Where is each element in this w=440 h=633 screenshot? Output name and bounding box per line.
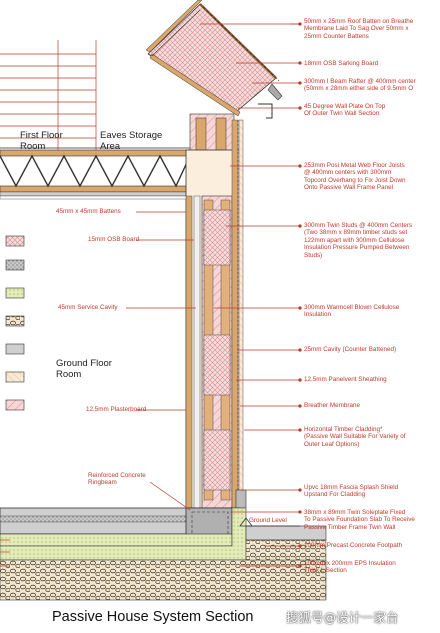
- label-floor-joists: 253mm Posi Metal Web Floor Joists @ 400m…: [304, 162, 406, 192]
- label-plasterboard: 12.5mm Plasterboard: [86, 406, 147, 413]
- label-ground-level: Ground Level: [249, 517, 287, 524]
- label-twin-studs: 300mm Twin Studs @ 400mm Centers (Two 38…: [304, 222, 413, 259]
- foundation: [0, 507, 327, 601]
- inner-lining: [0, 195, 187, 200]
- room-first-floor: First Floor Room: [20, 130, 63, 152]
- room-eaves-storage: Eaves Storage Area: [100, 130, 163, 152]
- label-osb-board: 15mm OSB Board: [88, 236, 140, 243]
- left-guides: [0, 53, 96, 567]
- upper-wall: [189, 113, 235, 155]
- label-roof-batten: 50mm x 25mm Roof Batten on Breathe Membr…: [304, 18, 414, 40]
- label-ringbeam: Reinforced Concrete Ringbeam: [88, 472, 146, 487]
- label-service-cavity: 45mm Service Cavity: [58, 304, 118, 311]
- label-panelvent: 12.5mm Panelvent Sheathing: [304, 376, 387, 383]
- label-osb-sarking: 18mm OSB Sarking Board: [304, 60, 379, 67]
- floor-joist: [0, 147, 191, 197]
- label-soleplate: 38mm x 89mm Twin Soleplate Fixed To Pass…: [304, 509, 415, 531]
- label-wall-plate: 45 Degree Wall Plate On Top Of Outer Twi…: [304, 103, 386, 118]
- left-verticals: [57, 40, 97, 150]
- legend: [5, 235, 25, 411]
- left-leaders: [126, 211, 196, 511]
- roof: [145, 0, 283, 119]
- room-ground-floor: Ground Floor Room: [56, 358, 112, 380]
- label-eps-insulation: 100mm x 200mm EPS Insulation Thick L Sec…: [304, 560, 396, 575]
- label-cavity: 25mm Cavity (Counter Battened): [304, 346, 397, 353]
- label-footpath: 100mm Precast Concrete Footpath: [304, 542, 402, 549]
- label-fascia-shield: Upvc 18mm Fascia Splash Shield Upstand F…: [304, 484, 399, 499]
- watermark: 搜狐号@设计一家台: [286, 610, 399, 625]
- wall-panel: [185, 119, 247, 511]
- right-leaders: [200, 22, 302, 568]
- label-i-beam-rafter: 300mm I Beam Rafter @ 400mm center (50mm…: [304, 78, 416, 93]
- page-title: Passive House System Section: [52, 609, 254, 625]
- label-breather-membrane: Breather Membrane: [304, 402, 360, 409]
- ground-level-marker: [239, 517, 253, 527]
- label-battens: 45mm x 45mm Battens: [56, 208, 121, 215]
- label-warmcell: 300mm Warmcell Blown Cellulose Insulatio…: [304, 304, 400, 319]
- label-timber-cladding: Horizontal Timber Cladding* (Passive Wal…: [304, 426, 406, 448]
